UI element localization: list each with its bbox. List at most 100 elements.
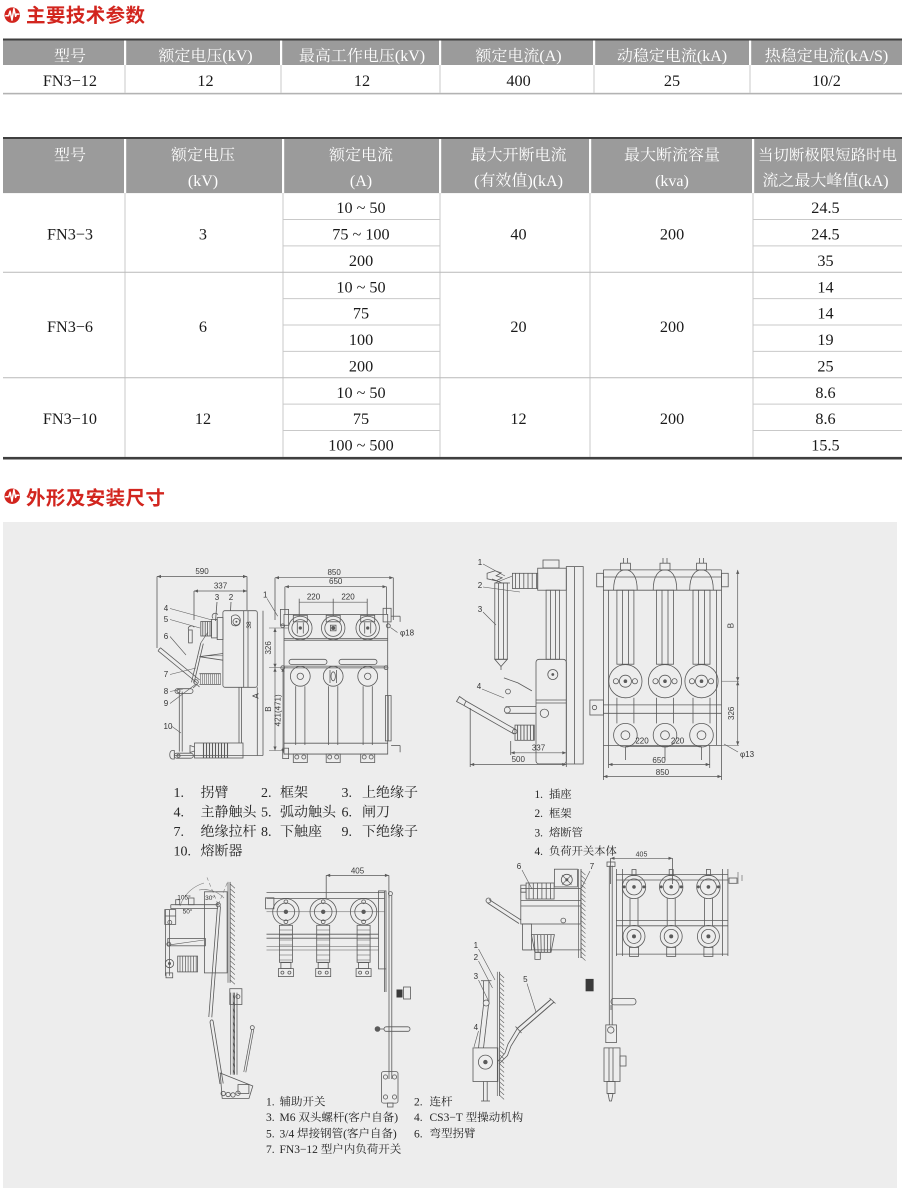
svg-text:(A): (A) bbox=[350, 173, 372, 190]
svg-text:8.: 8. bbox=[261, 825, 272, 840]
svg-text:6: 6 bbox=[517, 862, 522, 871]
svg-text:3.: 3. bbox=[535, 827, 544, 839]
svg-text:100 ~ 500: 100 ~ 500 bbox=[328, 437, 393, 455]
svg-text:5.: 5. bbox=[266, 1128, 275, 1140]
svg-text:24.5: 24.5 bbox=[811, 199, 839, 217]
svg-text:337: 337 bbox=[532, 743, 546, 752]
svg-text:6: 6 bbox=[164, 632, 169, 641]
svg-text:6.: 6. bbox=[342, 806, 353, 821]
svg-text:CS3−T: CS3−T bbox=[430, 1112, 463, 1124]
svg-text:(A): (A) bbox=[539, 48, 561, 65]
svg-text:φ18: φ18 bbox=[400, 629, 415, 638]
svg-text:19: 19 bbox=[817, 331, 833, 349]
svg-text:20: 20 bbox=[510, 318, 526, 336]
svg-text:40: 40 bbox=[510, 226, 526, 244]
svg-text:10.: 10. bbox=[174, 844, 192, 859]
svg-text:(: ( bbox=[343, 1128, 347, 1140]
svg-text:3: 3 bbox=[474, 972, 479, 981]
svg-text:12: 12 bbox=[510, 410, 526, 428]
svg-text:850: 850 bbox=[327, 568, 341, 577]
svg-text:1: 1 bbox=[263, 590, 268, 599]
svg-text:(kA): (kA) bbox=[697, 48, 727, 65]
svg-text:2.: 2. bbox=[261, 786, 272, 801]
svg-text:220: 220 bbox=[635, 737, 649, 746]
svg-text:9.: 9. bbox=[342, 825, 353, 840]
svg-text:405: 405 bbox=[351, 867, 365, 876]
svg-text:405: 405 bbox=[636, 852, 648, 859]
svg-text:4.: 4. bbox=[535, 846, 544, 858]
svg-text:4: 4 bbox=[164, 604, 169, 613]
svg-text:FN3−12: FN3−12 bbox=[43, 72, 97, 90]
svg-text:590: 590 bbox=[195, 567, 209, 576]
svg-text:200: 200 bbox=[660, 226, 684, 244]
svg-text:10 ~ 50: 10 ~ 50 bbox=[336, 199, 385, 217]
svg-text:1: 1 bbox=[474, 941, 479, 950]
svg-text:1.: 1. bbox=[174, 786, 185, 801]
svg-text:(kV): (kV) bbox=[188, 173, 218, 190]
svg-text:(: ( bbox=[474, 173, 479, 190]
svg-text:3/4: 3/4 bbox=[280, 1128, 295, 1140]
svg-text:10: 10 bbox=[164, 722, 173, 731]
svg-text:326: 326 bbox=[727, 706, 736, 720]
svg-text:850: 850 bbox=[656, 768, 670, 777]
svg-text:φ13: φ13 bbox=[740, 750, 755, 759]
svg-text:): ) bbox=[393, 1128, 397, 1140]
svg-text:(kA): (kA) bbox=[858, 173, 888, 190]
svg-text:25: 25 bbox=[817, 358, 833, 376]
svg-text:6: 6 bbox=[199, 318, 207, 336]
svg-text:5: 5 bbox=[164, 615, 169, 624]
svg-text:4.: 4. bbox=[174, 806, 185, 821]
svg-text:FN3−3: FN3−3 bbox=[47, 226, 93, 244]
svg-text:12: 12 bbox=[354, 72, 370, 90]
svg-text:9: 9 bbox=[164, 699, 169, 708]
svg-text:B: B bbox=[727, 623, 736, 628]
svg-text:7: 7 bbox=[590, 862, 595, 871]
svg-text:8.6: 8.6 bbox=[815, 410, 835, 428]
svg-text:25: 25 bbox=[664, 72, 680, 90]
svg-text:75: 75 bbox=[353, 305, 369, 323]
svg-text:200: 200 bbox=[349, 358, 373, 376]
svg-text:220: 220 bbox=[341, 593, 355, 602]
svg-text:8: 8 bbox=[164, 687, 169, 696]
svg-text:1.: 1. bbox=[535, 789, 544, 801]
svg-text:50°: 50° bbox=[183, 908, 193, 916]
svg-text:1.: 1. bbox=[266, 1097, 275, 1109]
svg-text:2: 2 bbox=[474, 953, 479, 962]
svg-text:30°: 30° bbox=[205, 894, 215, 902]
svg-text:7.: 7. bbox=[266, 1144, 275, 1156]
svg-text:24.5: 24.5 bbox=[811, 226, 839, 244]
svg-text:)(kA): )(kA) bbox=[527, 173, 563, 190]
svg-text:500: 500 bbox=[512, 755, 526, 764]
svg-text:B: B bbox=[264, 706, 273, 711]
svg-text:1: 1 bbox=[478, 558, 483, 567]
svg-text:4.: 4. bbox=[414, 1112, 423, 1124]
svg-text:5.: 5. bbox=[261, 806, 272, 821]
svg-text:15.5: 15.5 bbox=[811, 437, 839, 455]
svg-text:7: 7 bbox=[164, 670, 169, 679]
svg-text:FN3−12: FN3−12 bbox=[280, 1144, 319, 1156]
svg-text:2.: 2. bbox=[535, 808, 544, 820]
svg-text:200: 200 bbox=[349, 252, 373, 270]
svg-text:2: 2 bbox=[229, 593, 234, 602]
svg-text:6.: 6. bbox=[414, 1128, 423, 1140]
svg-text:220: 220 bbox=[307, 593, 321, 602]
svg-text:4: 4 bbox=[477, 682, 482, 691]
svg-text:8.6: 8.6 bbox=[815, 384, 835, 402]
svg-text:(kV): (kV) bbox=[222, 48, 252, 65]
svg-text:A: A bbox=[252, 693, 261, 699]
svg-text:75 ~ 100: 75 ~ 100 bbox=[332, 226, 389, 244]
svg-text:3: 3 bbox=[199, 226, 207, 244]
svg-text:FN3−6: FN3−6 bbox=[47, 318, 93, 336]
svg-text:M6: M6 bbox=[280, 1112, 296, 1124]
svg-text:3.: 3. bbox=[342, 786, 353, 801]
svg-text:(: ( bbox=[344, 1112, 348, 1124]
svg-text:400: 400 bbox=[506, 72, 530, 90]
svg-text:5: 5 bbox=[523, 975, 528, 984]
svg-text:): ) bbox=[394, 1112, 398, 1124]
svg-text:2: 2 bbox=[478, 581, 483, 590]
svg-text:200: 200 bbox=[660, 410, 684, 428]
svg-text:10 ~ 50: 10 ~ 50 bbox=[336, 278, 385, 296]
svg-text:200: 200 bbox=[660, 318, 684, 336]
svg-text:10/2: 10/2 bbox=[812, 72, 841, 90]
svg-text:(kva): (kva) bbox=[655, 173, 689, 190]
